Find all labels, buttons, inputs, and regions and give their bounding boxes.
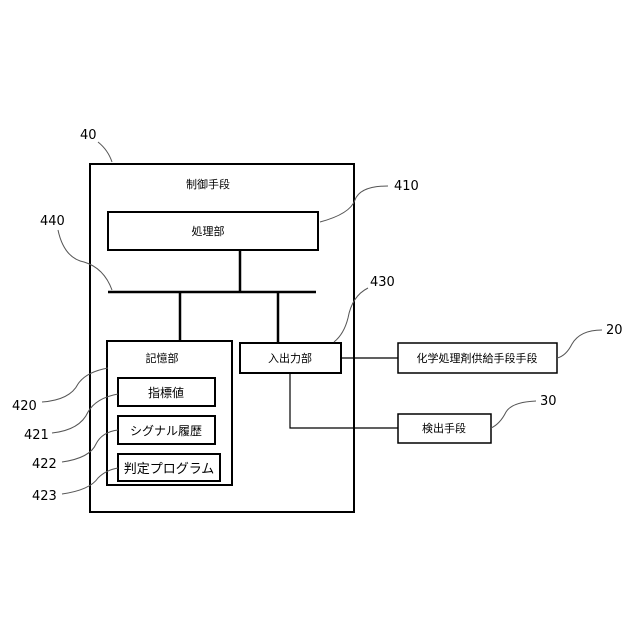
- processing-unit-label: 処理部: [192, 224, 225, 238]
- ref-422: 422: [32, 457, 57, 472]
- leader-30: [491, 401, 536, 428]
- ref-423: 423: [32, 489, 57, 504]
- ref-420: 420: [12, 399, 37, 414]
- io-unit-label: 入出力部: [268, 351, 312, 365]
- leader-40: [98, 142, 112, 162]
- judgment-program-label: 判定プログラム: [124, 462, 215, 477]
- control-unit-label: 制御手段: [186, 177, 230, 191]
- ref-20: 20: [606, 323, 623, 338]
- ref-40: 40: [80, 128, 97, 143]
- ref-410: 410: [394, 179, 419, 194]
- ref-440: 440: [40, 214, 65, 229]
- storage-unit-label: 記憶部: [146, 351, 179, 365]
- chemical-supply-label: 化学処理剤供給手段手段: [417, 351, 538, 365]
- signal-history-label: シグナル履歴: [130, 424, 202, 438]
- ref-421: 421: [24, 428, 49, 443]
- detection-label: 検出手段: [422, 421, 466, 435]
- leader-20: [557, 330, 602, 358]
- ref-430: 430: [370, 275, 395, 290]
- ref-30: 30: [540, 394, 557, 409]
- index-value-label: 指標値: [148, 385, 184, 400]
